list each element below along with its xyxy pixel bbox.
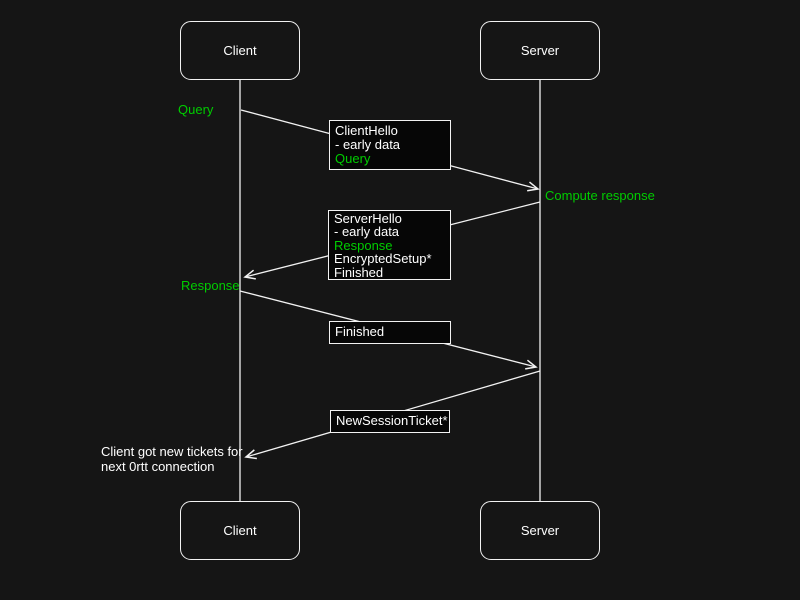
- actor-box-client-top: Client: [180, 21, 300, 80]
- message-line: EncryptedSetup*: [334, 251, 432, 267]
- message-line: Finished: [334, 264, 384, 280]
- actor-label-server-bottom: Server: [520, 523, 560, 538]
- message-box-newsessionticket: NewSessionTicket*: [330, 410, 450, 433]
- note-line-1: Client got new tickets for: [101, 444, 243, 459]
- annotation-compute-response: Compute response: [545, 188, 655, 203]
- actor-label-client-top: Client: [223, 43, 257, 58]
- message-box-serverhello: ServerHello - early data Response Encryp…: [328, 210, 451, 280]
- message-line: Response: [334, 237, 393, 253]
- message-line: - early data: [334, 224, 400, 240]
- annotation-note: Client got new tickets for next 0rtt con…: [101, 444, 243, 474]
- annotation-response: Response: [181, 278, 240, 293]
- message-line: ClientHello: [335, 123, 398, 138]
- actor-box-server-top: Server: [480, 21, 600, 80]
- message-line: NewSessionTicket*: [336, 413, 448, 428]
- note-line-2: next 0rtt connection: [101, 459, 215, 474]
- actor-box-client-bottom: Client: [180, 501, 300, 560]
- message-line: Finished: [335, 324, 385, 339]
- actor-label-client-bottom: Client: [223, 523, 257, 538]
- message-line: Query: [335, 150, 371, 166]
- actor-box-server-bottom: Server: [480, 501, 600, 560]
- message-line: ServerHello: [334, 211, 402, 226]
- message-box-finished: Finished: [329, 321, 451, 344]
- message-line: - early data: [335, 136, 401, 152]
- message-box-clienthello: ClientHello - early data Query: [329, 120, 451, 171]
- actor-label-server-top: Server: [520, 43, 560, 58]
- annotation-query: Query: [178, 102, 214, 117]
